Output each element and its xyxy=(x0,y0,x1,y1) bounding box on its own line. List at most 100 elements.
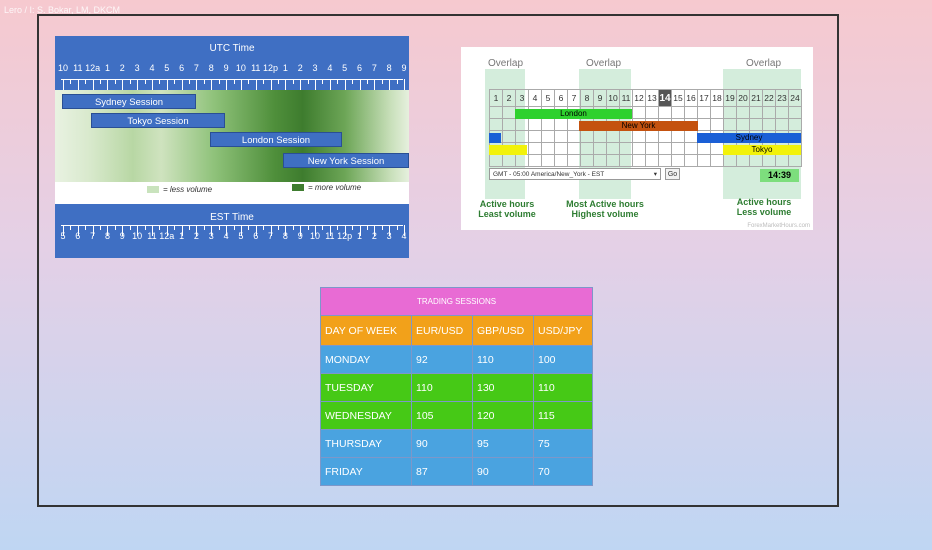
utc-tick-mark xyxy=(329,79,331,90)
utc-half-tick xyxy=(174,79,176,84)
grid-cell xyxy=(619,154,633,167)
utc-tick-label: 11 xyxy=(73,63,83,73)
hour-cell: 2 xyxy=(502,89,516,107)
utc-tick-mark xyxy=(344,79,346,90)
caption-right-line2: Less volume xyxy=(736,207,792,217)
utc-half-tick xyxy=(70,79,72,84)
hour-cell: 23 xyxy=(775,89,789,107)
cell-day: FRIDAY xyxy=(320,457,412,486)
est-tick-mark xyxy=(329,225,331,236)
overlap-label-3: Overlap xyxy=(746,58,782,69)
est-tick-mark xyxy=(404,225,405,236)
grid-cell xyxy=(593,154,607,167)
grid-cell xyxy=(606,130,620,143)
grid-cell xyxy=(632,142,646,155)
caption-middle-line1: Most Active hours xyxy=(566,199,644,209)
utc-half-tick xyxy=(248,79,250,84)
est-tick-mark xyxy=(255,225,257,236)
grid-cell xyxy=(671,106,685,119)
utc-tick-mark xyxy=(211,79,213,90)
utc-half-tick xyxy=(292,79,294,84)
grid-cell xyxy=(580,154,594,167)
est-half-tick xyxy=(129,225,131,230)
grid-cell xyxy=(567,130,581,143)
hour-cell: 17 xyxy=(697,89,711,107)
est-tick-mark xyxy=(107,225,109,236)
grid-cell xyxy=(645,142,659,155)
utc-tick-label: 7 xyxy=(371,63,377,73)
caption-left-line1: Active hours xyxy=(479,199,535,209)
legend-more-label: = more volume xyxy=(308,183,362,192)
utc-tick-mark xyxy=(181,79,183,90)
est-half-tick xyxy=(70,225,72,230)
utc-tick-label: 7 xyxy=(193,63,199,73)
utc-tick-mark xyxy=(359,79,361,90)
utc-tick-mark xyxy=(63,79,64,90)
grid-cell xyxy=(684,130,698,143)
grid-cell xyxy=(723,106,737,119)
est-ticks xyxy=(55,225,409,236)
cell-eur: 110 xyxy=(411,373,473,402)
grid-cell xyxy=(684,106,698,119)
grid-cell xyxy=(580,142,594,155)
legend-less-label: = less volume xyxy=(163,185,213,194)
grid-cell xyxy=(749,154,763,167)
grid-cell xyxy=(502,154,516,167)
utc-half-tick xyxy=(218,79,220,84)
grid-cell xyxy=(762,106,776,119)
est-half-tick xyxy=(366,225,368,230)
caption-left: Active hours Least volume xyxy=(475,199,539,219)
grid-cell xyxy=(632,106,646,119)
hour-cell: 1 xyxy=(489,89,503,107)
utc-half-tick xyxy=(129,79,131,84)
trading-sessions-table: TRADING SESSIONS DAY OF WEEK EUR/USD GBP… xyxy=(320,287,593,486)
est-title: EST Time xyxy=(210,212,254,223)
utc-tick-label: 6 xyxy=(179,63,185,73)
grid-cell xyxy=(788,118,802,131)
source-caption: Lero / I: S. Bokar, LM, DKCM xyxy=(4,5,121,15)
grid-cell xyxy=(671,154,685,167)
est-tick-label: 9 xyxy=(119,231,125,241)
utc-half-tick xyxy=(263,79,265,84)
utc-tick-mark xyxy=(389,79,391,90)
hour-cell: 9 xyxy=(593,89,607,107)
cell-jpy: 75 xyxy=(533,429,593,458)
watermark: ForexMarketHours.com xyxy=(747,223,810,229)
tokyo-session-bar: Tokyo Session xyxy=(91,113,225,128)
utc-tick-mark xyxy=(166,79,168,90)
hour-cell: 21 xyxy=(749,89,763,107)
hour-cell: 13 xyxy=(645,89,659,107)
utc-tick-label: 1 xyxy=(282,63,288,73)
grid-cell xyxy=(554,154,568,167)
est-tick-label: 1 xyxy=(357,231,363,241)
est-half-tick xyxy=(189,225,191,230)
timezone-select[interactable]: GMT - 05:00 America/New_York - EST▾ xyxy=(489,168,661,180)
grid-cell xyxy=(736,118,750,131)
grid-cell xyxy=(515,130,529,143)
hour-cell: 10 xyxy=(606,89,620,107)
legend-more-volume: = more volume xyxy=(292,183,361,192)
est-tick-mark xyxy=(344,225,346,236)
utc-half-tick xyxy=(203,79,205,84)
grid-cell xyxy=(528,118,542,131)
utc-tick-label: 10 xyxy=(235,63,246,73)
est-tick-label: 11 xyxy=(325,231,335,241)
go-button[interactable]: Go xyxy=(665,168,680,180)
utc-half-tick xyxy=(159,79,161,84)
est-half-tick xyxy=(159,225,161,230)
est-tick-mark xyxy=(240,225,242,236)
est-tick-mark xyxy=(270,225,272,236)
grid-cell xyxy=(684,154,698,167)
header-eurusd: EUR/USD xyxy=(411,315,473,346)
est-tick-mark xyxy=(211,225,213,236)
grid-cell xyxy=(541,130,555,143)
cell-gbp: 110 xyxy=(472,345,534,374)
cell-day: TUESDAY xyxy=(320,373,412,402)
est-half-tick xyxy=(85,225,87,230)
utc-tick-label: 6 xyxy=(357,63,363,73)
cell-jpy: 100 xyxy=(533,345,593,374)
grid-cell xyxy=(528,154,542,167)
utc-half-tick xyxy=(366,79,368,84)
grid-cell xyxy=(567,154,581,167)
